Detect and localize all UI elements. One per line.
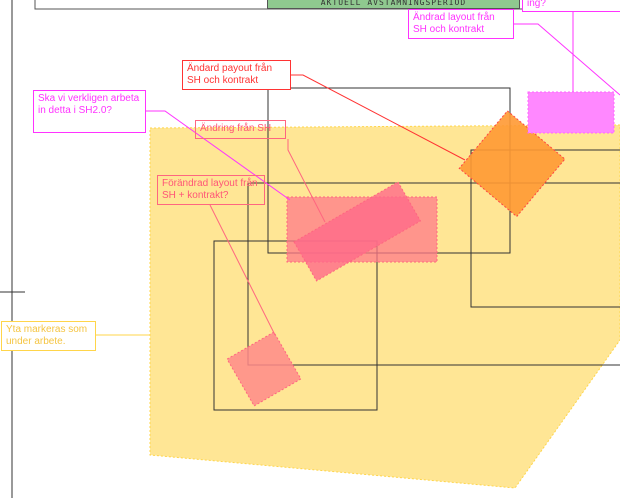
- leader-line: [287, 139, 326, 223]
- callout-forandrad[interactable]: Förändrad layout från SH + kontrakt?: [157, 175, 265, 205]
- orange-diamond[interactable]: [458, 110, 566, 218]
- callout-andrad-layout[interactable]: Ändrad layout från SH och kontrakt: [408, 9, 514, 39]
- drawing-rect: [247, 182, 620, 366]
- small-pink-square[interactable]: [226, 331, 302, 407]
- leader-line: [291, 74, 466, 161]
- callout-andring[interactable]: Ändring från SH: [195, 120, 286, 139]
- callout-andard-payout[interactable]: Ändard payout från SH och kontrakt: [182, 60, 291, 90]
- callout-ska-vi[interactable]: Ska vi verkligen arbeta in detta i SH2.0…: [33, 90, 146, 133]
- magenta-rect[interactable]: [527, 91, 615, 134]
- leader-line: [209, 204, 276, 336]
- leader-line: [146, 110, 291, 201]
- callout-yta[interactable]: Yta markeras som under arbete.: [1, 321, 96, 351]
- leader-line: [514, 23, 620, 96]
- rotated-pink-rect[interactable]: [293, 181, 422, 282]
- period-label: AKTUELL AVSTÄMNINGSPERIOD: [267, 0, 520, 9]
- cutoff-callout[interactable]: ing?: [522, 0, 620, 12]
